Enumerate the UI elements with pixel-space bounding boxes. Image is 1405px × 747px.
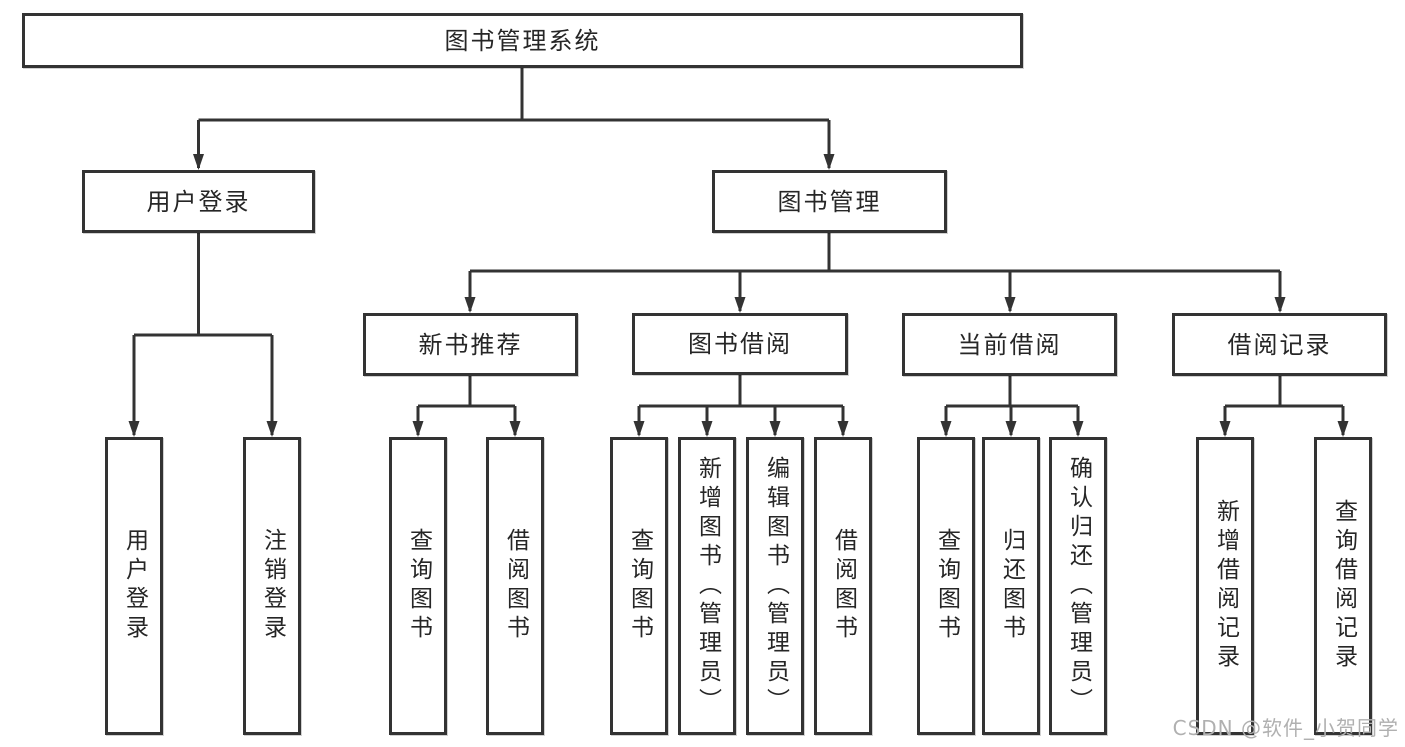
leaf-confirm-return-admin: 确认归还（管理员） xyxy=(1049,437,1107,735)
node-book-management: 图书管理 xyxy=(712,170,947,233)
leaf-add-book-admin: 新增图书（管理员） xyxy=(678,437,736,735)
node-current-borrow: 当前借阅 xyxy=(902,313,1117,376)
leaf-add-borrow-record: 新增借阅记录 xyxy=(1196,437,1254,735)
leaf-user-login: 用户登录 xyxy=(105,437,163,735)
leaf-query-book-current: 查询图书 xyxy=(917,437,975,735)
leaf-borrow-book: 借阅图书 xyxy=(814,437,872,735)
node-library-management-system: 图书管理系统 xyxy=(22,13,1023,68)
leaf-edit-book-admin: 编辑图书（管理员） xyxy=(746,437,804,735)
node-borrow-record: 借阅记录 xyxy=(1172,313,1387,376)
node-new-book-recommend: 新书推荐 xyxy=(363,313,578,376)
leaf-logout: 注销登录 xyxy=(243,437,301,735)
leaf-query-borrow-record: 查询借阅记录 xyxy=(1314,437,1372,735)
leaf-query-book-borrow: 查询图书 xyxy=(610,437,668,735)
leaf-borrow-book-recommend: 借阅图书 xyxy=(486,437,544,735)
node-user-login: 用户登录 xyxy=(82,170,315,233)
leaf-query-book-recommend: 查询图书 xyxy=(389,437,447,735)
node-book-borrow: 图书借阅 xyxy=(632,313,848,375)
leaf-return-book: 归还图书 xyxy=(982,437,1040,735)
csdn-watermark: CSDN @软件_小贺同学 xyxy=(1172,716,1399,740)
